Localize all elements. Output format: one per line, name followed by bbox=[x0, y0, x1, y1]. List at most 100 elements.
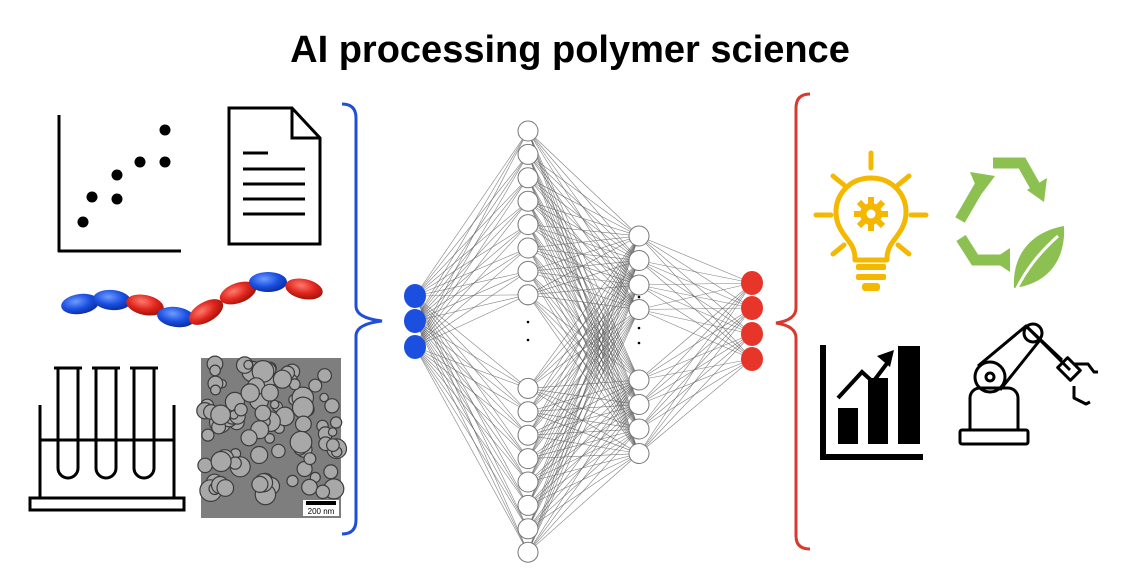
network-edge bbox=[527, 271, 640, 286]
network-edge bbox=[527, 294, 640, 454]
micrograph-particle bbox=[303, 452, 317, 466]
network-edge bbox=[527, 247, 640, 310]
network-edge bbox=[414, 247, 529, 322]
ellipsis-dot bbox=[637, 326, 641, 330]
polymer-bead bbox=[285, 278, 323, 300]
network-edge bbox=[638, 282, 753, 454]
hidden-node-layer-2 bbox=[628, 250, 650, 271]
network-edge bbox=[414, 295, 529, 506]
network-edge bbox=[527, 200, 640, 237]
micrograph-particle bbox=[264, 433, 276, 444]
network-edge bbox=[527, 177, 640, 286]
hidden-node-layer-1 bbox=[517, 377, 539, 399]
micrograph-particle bbox=[317, 368, 333, 383]
hidden-node-layer-2 bbox=[628, 274, 650, 296]
network-edge bbox=[414, 154, 529, 348]
micrograph-particle bbox=[216, 479, 235, 497]
network-edge bbox=[527, 177, 640, 237]
hidden-node-layer-1 bbox=[517, 471, 539, 493]
network-edge bbox=[527, 294, 640, 430]
hidden-node-layer-1 bbox=[517, 401, 539, 423]
network-edge bbox=[527, 260, 640, 296]
network-edge bbox=[527, 235, 640, 436]
network-edge bbox=[414, 130, 529, 322]
network-edge bbox=[527, 453, 640, 553]
network-edge bbox=[414, 294, 529, 297]
micrograph-particle bbox=[327, 427, 338, 437]
micrograph-particle bbox=[319, 392, 329, 403]
micrograph-particle bbox=[260, 383, 279, 402]
network-edge bbox=[527, 247, 640, 261]
network-edge bbox=[527, 284, 640, 296]
micrograph-particle bbox=[243, 359, 254, 370]
network-edge bbox=[414, 320, 529, 506]
network-edge bbox=[414, 320, 529, 389]
network-edge bbox=[527, 130, 640, 261]
network-edge bbox=[638, 235, 753, 284]
network-edge bbox=[414, 201, 529, 348]
network-edge bbox=[527, 224, 640, 430]
network-edge bbox=[527, 411, 640, 454]
network-edge bbox=[527, 235, 640, 389]
hidden-node-layer-1 bbox=[517, 143, 539, 165]
scatter-plot-icon bbox=[57, 115, 181, 253]
micrograph-particle bbox=[271, 443, 286, 459]
micrograph-particle bbox=[197, 457, 213, 474]
network-edge bbox=[414, 346, 529, 389]
network-edge bbox=[527, 284, 640, 389]
network-edge bbox=[414, 271, 529, 297]
network-edge bbox=[527, 235, 640, 412]
micrograph-particle bbox=[286, 474, 299, 488]
network-edge bbox=[414, 295, 529, 483]
output-node bbox=[741, 271, 763, 295]
micrograph-particle bbox=[251, 475, 269, 493]
polymer-bead bbox=[61, 293, 99, 315]
network-edge bbox=[414, 346, 529, 506]
output-node bbox=[741, 347, 763, 371]
network-edge bbox=[638, 260, 753, 284]
micrograph-particle bbox=[210, 450, 232, 473]
network-edge bbox=[414, 200, 529, 297]
network-edge bbox=[414, 154, 529, 322]
network-edge bbox=[414, 346, 529, 553]
network-edge bbox=[414, 346, 529, 529]
network-edge bbox=[527, 404, 640, 553]
network-edge bbox=[414, 177, 529, 348]
gear-tooth bbox=[880, 211, 888, 217]
network-edge bbox=[527, 453, 640, 483]
network-edge bbox=[527, 247, 640, 286]
micrograph-particle bbox=[323, 464, 339, 480]
network-edge bbox=[527, 235, 640, 249]
network-edge bbox=[638, 309, 753, 335]
output-node bbox=[741, 296, 763, 320]
hidden-node-layer-2 bbox=[628, 418, 650, 440]
network-edge bbox=[527, 294, 640, 405]
network-edge bbox=[638, 235, 753, 335]
network-edge bbox=[638, 282, 753, 430]
network-edge bbox=[527, 177, 640, 310]
network-edge bbox=[527, 284, 640, 553]
polymer-bead bbox=[219, 281, 257, 305]
micrograph-particle bbox=[308, 378, 323, 393]
network-edge bbox=[414, 320, 529, 436]
network-edge bbox=[527, 271, 640, 454]
micrograph-particle bbox=[301, 478, 318, 496]
network-edge bbox=[527, 154, 640, 261]
scatter-point bbox=[159, 124, 171, 136]
network-edge bbox=[638, 333, 753, 405]
network-connections bbox=[414, 130, 753, 553]
robot-arm-icon bbox=[958, 322, 1098, 446]
scatter-point bbox=[77, 216, 89, 228]
micrograph-particle bbox=[291, 396, 315, 419]
hidden-node-layer-1 bbox=[517, 494, 539, 516]
network-edge bbox=[527, 453, 640, 530]
network-edge bbox=[527, 428, 640, 506]
micrograph-image: 200 nm bbox=[196, 355, 348, 518]
network-edge bbox=[414, 247, 529, 348]
hidden-node-layer-1 bbox=[517, 260, 539, 282]
micrograph-particle bbox=[209, 364, 222, 377]
network-edge bbox=[527, 260, 640, 553]
network-edge bbox=[527, 177, 640, 261]
network-edge bbox=[527, 224, 640, 310]
network-edge bbox=[527, 154, 640, 237]
